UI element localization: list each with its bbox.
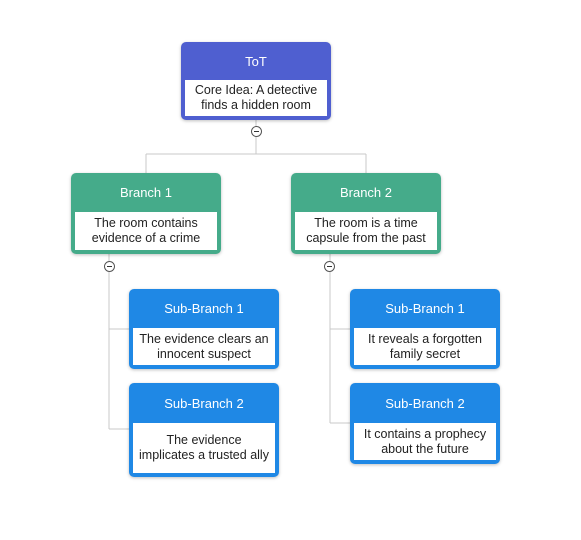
root-node[interactable]: ToT Core Idea: A detective finds a hidde… [181,42,331,120]
root-to-branch-connector [145,120,367,173]
branch-1-sub-branch-1-node[interactable]: Sub-Branch 1 The evidence clears an inno… [129,289,279,369]
branch-1-sub-branch-2-node[interactable]: Sub-Branch 2 The evidence implicates a t… [129,383,279,477]
branch-2-sub-branch-1-title: Sub-Branch 1 [385,301,465,316]
branch-1-sub-branch-2-text: The evidence implicates a trusted ally [133,423,275,473]
branch-2-collapse-toggle-icon[interactable] [324,261,335,272]
branch-2-node[interactable]: Branch 2 The room is a time capsule from… [291,173,441,254]
branch-2-sub-branch-2-text: It contains a prophecy about the future [354,423,496,460]
branch-1-sub-branch-2-title: Sub-Branch 2 [164,395,244,411]
root-node-title: ToT [245,53,267,69]
branch-2-title: Branch 2 [339,185,393,200]
root-collapse-toggle-icon[interactable] [251,126,262,137]
branch-1-title: Branch 1 [119,185,173,200]
branch-1-sub-branch-1-title: Sub-Branch 1 [164,301,244,316]
branch-1-collapse-toggle-icon[interactable] [104,261,115,272]
branch-2-sub-branch-1-node[interactable]: Sub-Branch 1 It reveals a forgotten fami… [350,289,500,369]
branch-2-sub-branch-2-title: Sub-Branch 2 [385,395,465,411]
branch-2-sub-branch-2-node[interactable]: Sub-Branch 2 It contains a prophecy abou… [350,383,500,464]
branch-1-sub-branch-1-text: The evidence clears an innocent suspect [133,328,275,365]
branch-2-sub-branch-1-text: It reveals a forgotten family secret [354,328,496,365]
branch2-to-subs-connector [329,254,350,424]
branch1-to-subs-connector [108,254,129,430]
branch-1-node[interactable]: Branch 1 The room contains evidence of a… [71,173,221,254]
root-node-text: Core Idea: A detective finds a hidden ro… [185,80,327,116]
branch-1-text: The room contains evidence of a crime [75,212,217,250]
branch-2-text: The room is a time capsule from the past [295,212,437,250]
